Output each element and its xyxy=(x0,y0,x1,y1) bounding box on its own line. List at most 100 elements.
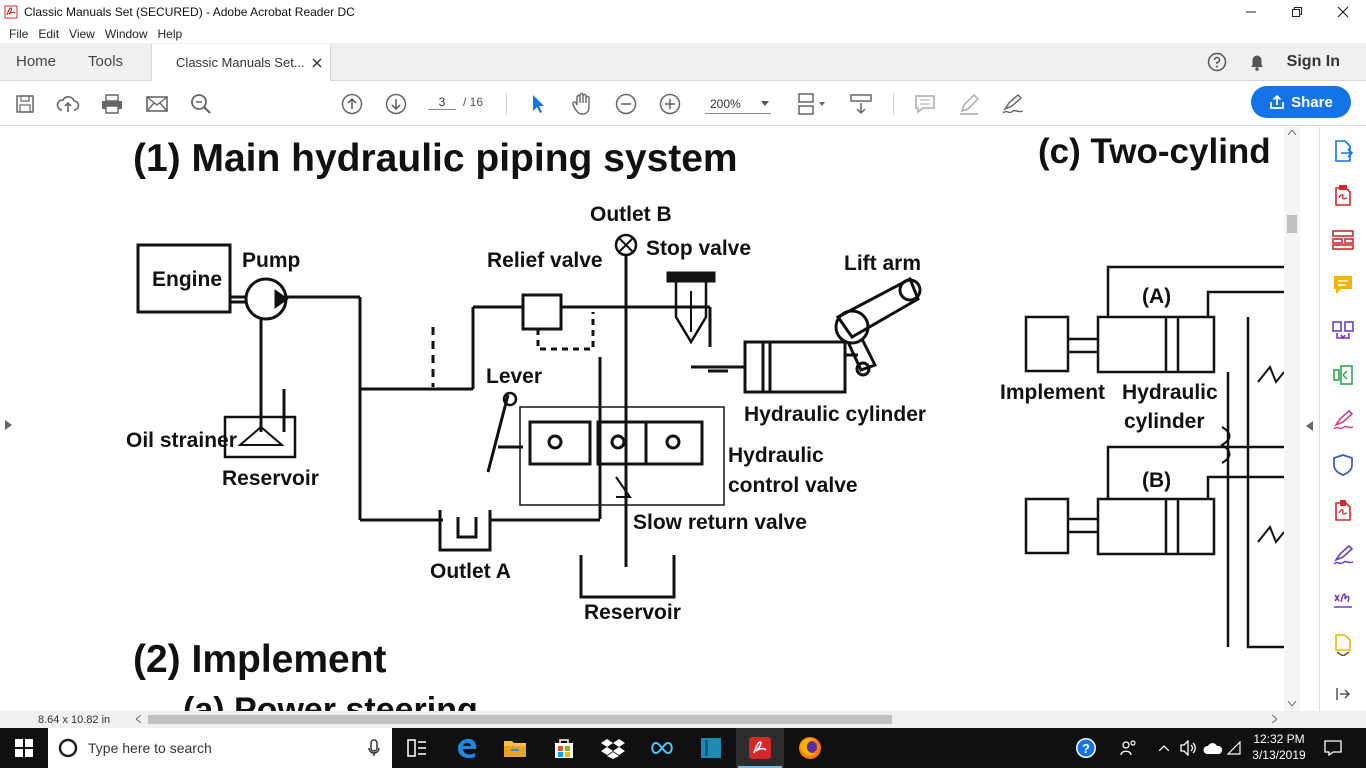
network-icon[interactable] xyxy=(1226,728,1242,768)
tab-home[interactable]: Home xyxy=(16,53,57,70)
certificates-icon[interactable] xyxy=(1331,588,1355,612)
export-pdf-icon[interactable] xyxy=(1331,139,1355,163)
zoom-search-icon[interactable] xyxy=(188,91,214,117)
upload-cloud-icon[interactable] xyxy=(55,91,81,117)
edit-pdf-icon[interactable] xyxy=(1331,228,1355,252)
chevron-up-icon[interactable] xyxy=(1156,728,1172,768)
status-bar: 8.64 x 10.82 in xyxy=(0,711,1366,728)
cyan-app-icon[interactable] xyxy=(687,728,735,768)
onedrive-cloud-icon[interactable] xyxy=(1202,728,1224,768)
help-tray-icon[interactable]: ? xyxy=(1070,728,1102,768)
zoom-level-select[interactable]: 200% xyxy=(705,94,771,114)
hydraulic-diagram: (1) Main hydraulic piping system (c) Two… xyxy=(126,132,1284,711)
right-panel-toggle[interactable] xyxy=(1300,127,1320,711)
store-icon[interactable] xyxy=(540,728,588,768)
menu-file[interactable]: File xyxy=(9,26,29,41)
help-icon[interactable] xyxy=(1197,43,1237,80)
comment-tool-icon[interactable] xyxy=(1331,273,1355,297)
restore-button[interactable] xyxy=(1274,0,1320,24)
tools-pane xyxy=(1320,127,1366,711)
control-valve-outline xyxy=(519,406,725,506)
scroll-right-arrow-icon[interactable] xyxy=(1272,715,1277,723)
export-pdf-red-icon[interactable] xyxy=(1331,498,1355,522)
acrobat-taskbar-icon[interactable] xyxy=(736,728,784,768)
label-reservoir-bottom: Reservoir xyxy=(584,601,681,624)
email-icon[interactable] xyxy=(144,91,170,117)
fill-sign-icon[interactable] xyxy=(1000,91,1026,117)
chevron-left-icon[interactable] xyxy=(1306,421,1313,431)
microphone-icon[interactable] xyxy=(368,739,380,757)
share-button-label: Share xyxy=(1291,93,1333,111)
fill-sign-tool-icon[interactable] xyxy=(1331,408,1355,432)
document-viewport[interactable]: (1) Main hydraulic piping system (c) Two… xyxy=(0,127,1320,711)
label-lever: Lever xyxy=(486,365,542,388)
vertical-scroll-thumb[interactable] xyxy=(1287,215,1297,233)
zoom-in-icon[interactable] xyxy=(657,91,683,117)
send-for-signature-icon[interactable] xyxy=(1331,543,1355,567)
close-tab-icon[interactable] xyxy=(312,57,322,68)
hand-tool-icon[interactable] xyxy=(569,91,595,117)
close-window-button[interactable] xyxy=(1320,0,1366,24)
vertical-scrollbar[interactable] xyxy=(1284,127,1300,711)
infinity-app-icon[interactable] xyxy=(638,728,686,768)
scroll-mode-icon[interactable] xyxy=(847,91,875,117)
label-cylinder-right: cylinder xyxy=(1124,410,1205,433)
menu-help[interactable]: Help xyxy=(157,26,183,41)
label-outlet-a: Outlet A xyxy=(430,560,511,583)
previous-page-icon[interactable] xyxy=(339,91,365,117)
acrobat-app-icon xyxy=(4,5,18,19)
label-oil-strainer: Oil strainer xyxy=(126,429,237,452)
organize-pages-icon[interactable] xyxy=(1331,363,1355,387)
chevron-right-icon[interactable] xyxy=(5,420,12,430)
action-center-icon[interactable] xyxy=(1318,728,1348,768)
create-pdf-icon[interactable] xyxy=(1331,183,1355,207)
windows-start-icon[interactable] xyxy=(0,728,48,768)
comment-icon[interactable] xyxy=(912,91,938,117)
minimize-button[interactable] xyxy=(1228,0,1274,24)
file-explorer-icon[interactable] xyxy=(491,728,539,768)
control-valve-spool-2 xyxy=(596,420,648,466)
horizontal-scroll-thumb[interactable] xyxy=(148,715,892,724)
label-hydraulic-right: Hydraulic xyxy=(1122,381,1218,404)
firefox-icon[interactable] xyxy=(786,728,834,768)
scroll-down-arrow-icon[interactable] xyxy=(1288,701,1296,706)
scroll-left-arrow-icon[interactable] xyxy=(136,715,141,723)
page-layout-icon[interactable] xyxy=(795,91,831,117)
tab-tools[interactable]: Tools xyxy=(88,53,124,70)
task-view-icon[interactable] xyxy=(393,728,441,768)
scroll-up-arrow-icon[interactable] xyxy=(1288,130,1296,135)
label-lift-arm: Lift arm xyxy=(844,252,921,275)
edge-browser-icon[interactable] xyxy=(443,728,491,768)
select-cursor-icon[interactable] xyxy=(525,91,551,117)
highlight-pen-icon[interactable] xyxy=(956,91,982,117)
heading-two-cylinder: (c) Two-cylind xyxy=(1038,132,1271,171)
collapse-panel-icon[interactable] xyxy=(1331,682,1355,706)
menu-window[interactable]: Window xyxy=(104,26,148,41)
sign-in-link[interactable]: Sign In xyxy=(1286,52,1340,70)
menu-bar: File Edit View Window Help xyxy=(0,24,1366,43)
protect-shield-icon[interactable] xyxy=(1331,453,1355,477)
tab-document[interactable]: Classic Manuals Set... xyxy=(151,44,332,81)
label-control-valve: control valve xyxy=(728,474,858,497)
label-implement: Implement xyxy=(1000,381,1105,404)
left-panel-toggle[interactable] xyxy=(0,127,18,711)
menu-view[interactable]: View xyxy=(69,26,95,41)
taskbar-search-box[interactable]: Type here to search xyxy=(48,728,392,768)
taskbar-clock[interactable]: 12:32 PM 3/13/2019 xyxy=(1246,731,1312,763)
print-icon[interactable] xyxy=(99,91,125,117)
dropbox-icon[interactable] xyxy=(589,728,637,768)
tab-bar: Home Tools Classic Manuals Set... Sign I… xyxy=(0,43,1366,81)
next-page-icon[interactable] xyxy=(383,91,409,117)
horizontal-scrollbar[interactable] xyxy=(148,714,1266,725)
share-button[interactable]: Share xyxy=(1251,86,1351,118)
menu-edit[interactable]: Edit xyxy=(38,26,60,41)
zoom-out-icon[interactable] xyxy=(613,91,639,117)
save-icon[interactable] xyxy=(12,91,38,117)
notifications-bell-icon[interactable] xyxy=(1237,43,1277,80)
combine-files-icon[interactable] xyxy=(1331,318,1355,342)
label-hydraulic-cylinder: Hydraulic cylinder xyxy=(744,403,926,426)
more-tools-icon[interactable] xyxy=(1331,633,1355,657)
people-tray-icon[interactable] xyxy=(1115,728,1143,768)
page-number-input[interactable]: 3 xyxy=(428,95,456,110)
volume-icon[interactable] xyxy=(1178,728,1200,768)
